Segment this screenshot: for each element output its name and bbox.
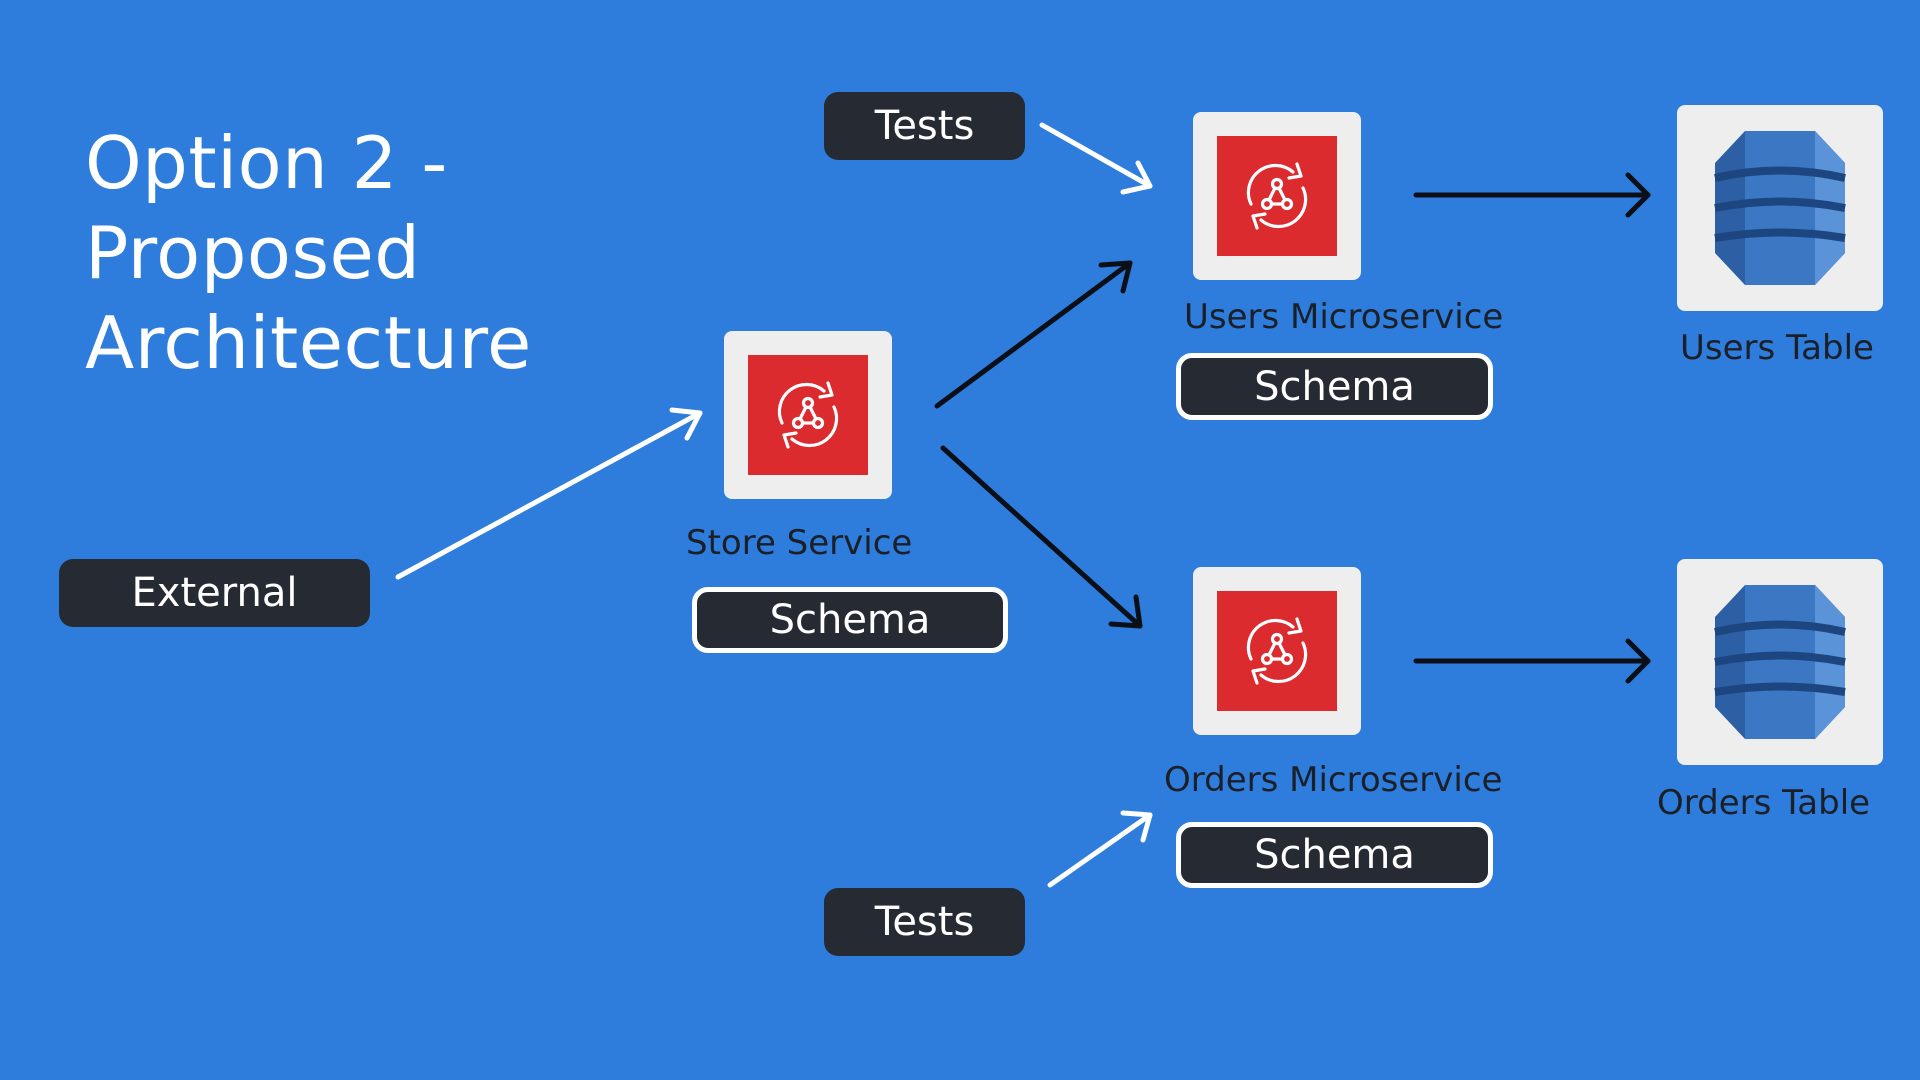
arrow-store-to-orders [940,445,1143,629]
title-line-1: Option 2 - [85,121,448,205]
orders-microservice-schema: Schema [1176,822,1493,888]
orders-microservice-label: Orders Microservice [1164,760,1503,800]
store-service-label: Store Service [686,523,913,563]
orders-table-label: Orders Table [1657,783,1871,823]
external-label: External [131,570,298,616]
users-microservice-schema: Schema [1176,353,1493,420]
arrow-external-to-store [395,407,703,580]
appsync-service-icon [1217,591,1337,711]
appsync-service-icon [1217,136,1337,256]
users-microservice-label: Users Microservice [1184,297,1504,337]
users-microservice-icon-card [1193,112,1361,280]
tests-bottom-label: Tests [874,899,975,945]
store-schema-label: Schema [769,597,931,643]
users-table-label: Users Table [1680,328,1874,368]
arrow-tests-to-users [1039,122,1153,195]
title-line-2: Proposed [85,211,421,295]
external-node: External [59,559,370,627]
dynamodb-table-icon [1714,585,1846,739]
diagram-title: Option 2 - Proposed Architecture [85,118,532,388]
store-service-icon-card [724,331,892,499]
tests-top-label: Tests [874,103,975,149]
dynamodb-table-icon [1714,131,1846,285]
title-line-3: Architecture [85,301,532,385]
users-table-icon-card [1677,105,1883,311]
orders-microservice-icon-card [1193,567,1361,735]
arrow-tests-to-orders [1047,810,1153,888]
store-service-schema: Schema [692,587,1008,653]
tests-node-top: Tests [824,92,1025,160]
users-schema-label: Schema [1254,363,1415,410]
orders-table-icon-card [1677,559,1883,765]
orders-schema-label: Schema [1254,832,1415,878]
arrow-orders-to-table [1413,638,1651,684]
arrow-store-to-users [934,260,1133,409]
appsync-service-icon [748,355,868,475]
arrow-users-to-table [1413,172,1651,218]
tests-node-bottom: Tests [824,888,1025,956]
